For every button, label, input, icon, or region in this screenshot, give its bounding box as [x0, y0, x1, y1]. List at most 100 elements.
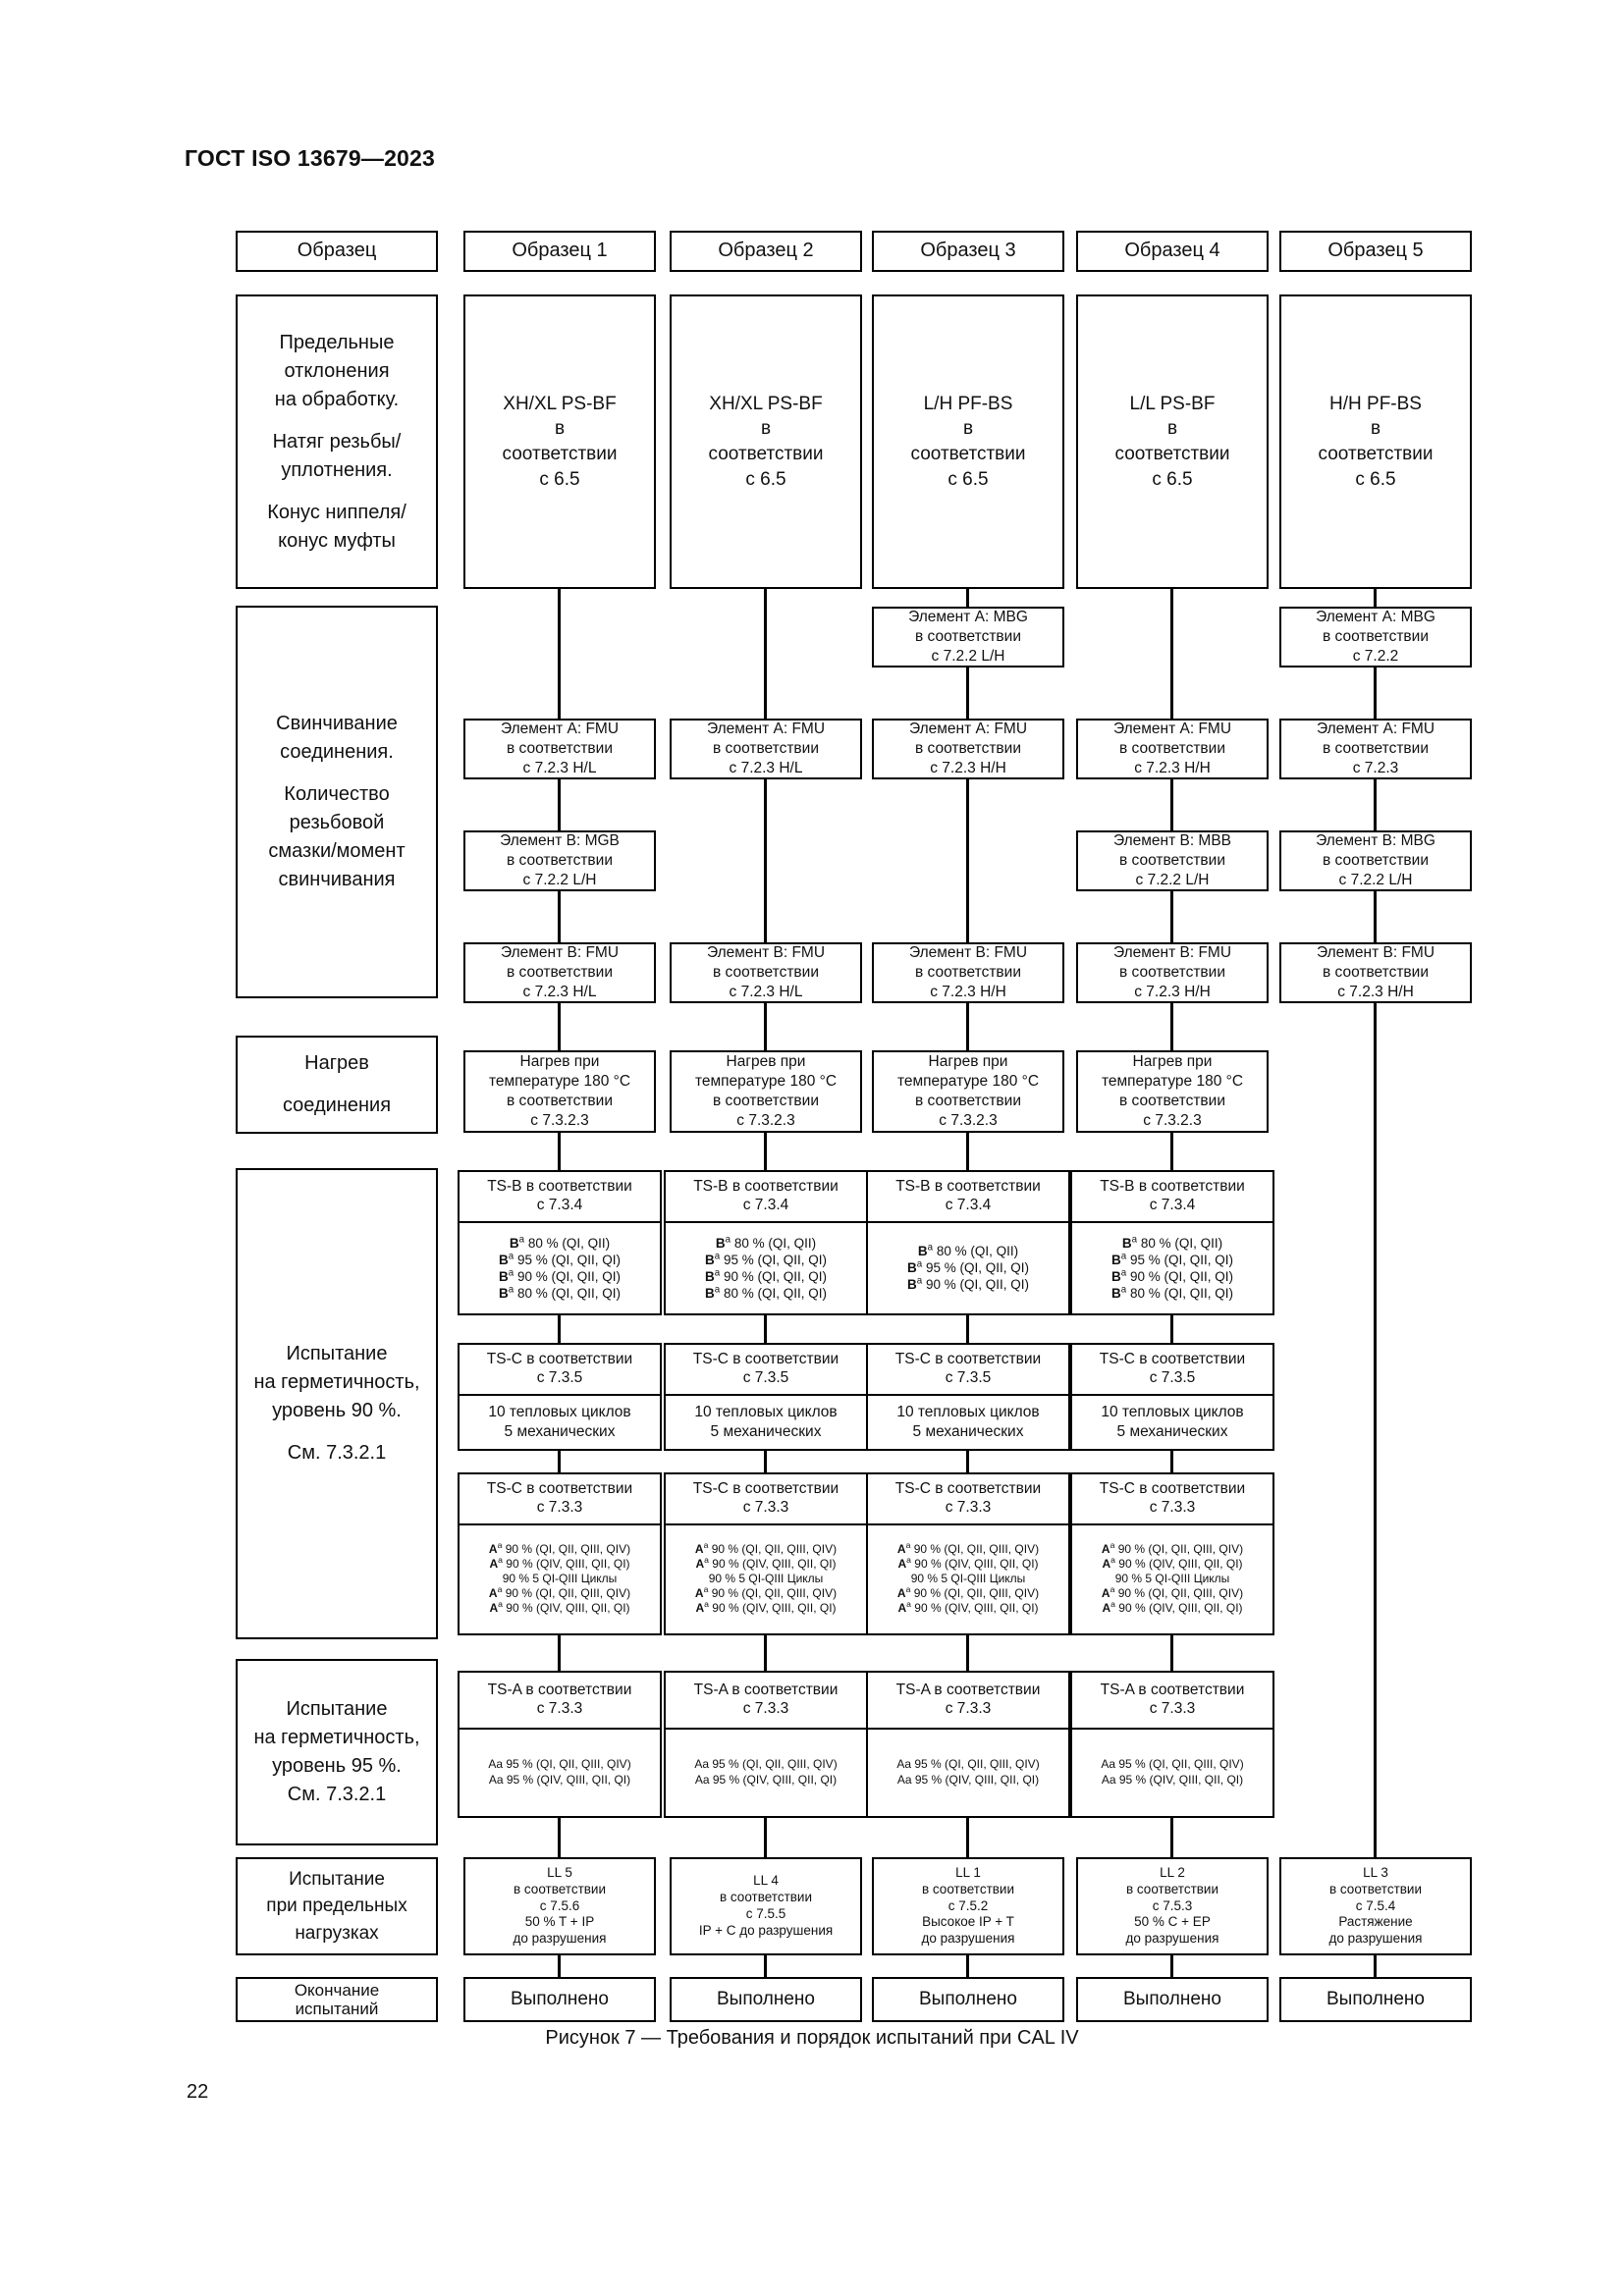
- cell-line: 5 механических: [504, 1422, 616, 1440]
- cell-line: Элемент B: FMU: [908, 944, 1028, 962]
- cell-line: Элемент B: MGB: [500, 832, 620, 850]
- cell-line: в: [962, 418, 974, 440]
- makeup-elementB-mgb-sample-1: Элемент B: MGB в соответствии с 7.2.2 L/…: [463, 830, 656, 891]
- cell-line: температуре 180 °C: [488, 1073, 631, 1091]
- cell-line: с 7.5.3: [1152, 1897, 1193, 1913]
- cell-line: XH/XL PS-BF: [503, 393, 617, 414]
- row-label-line: Испытание: [289, 1868, 385, 1890]
- cell-line: с 7.3.2.3: [939, 1111, 998, 1129]
- cell-line: в соответствии: [713, 740, 819, 758]
- tsb-cell-sample-4: TS-B в соответствии с 7.3.4 Ba 80 % (QI,…: [1070, 1170, 1274, 1315]
- cell-line: с 7.3.5: [742, 1369, 789, 1386]
- cell-line: Ba 80 % (QI, QII, QI): [1111, 1284, 1233, 1301]
- column-header-5: Образец 5: [1279, 231, 1472, 272]
- limit-load-cell-sample-3: LL 1 в соответствии с 7.5.2 Высокое IP +…: [872, 1857, 1064, 1955]
- cell-line: в соответствии: [507, 964, 613, 982]
- cell-line: Aa 95 % (QIV, QIII, QII, QI): [694, 1772, 838, 1787]
- cell-line: Aa 90 % (QI, QII, QIII, QIV): [896, 1539, 1040, 1556]
- tolerance-cell-sample-4: L/L PS-BF в соответствии с 6.5: [1076, 294, 1269, 589]
- cell-line: Элемент A: MBG: [908, 609, 1028, 626]
- makeup-elementA-fmu-sample-1: Элемент A: FMU в соответствии с 7.2.3 H/…: [463, 719, 656, 779]
- tsc-cycles-cell-sample-2: TS-C в соответствии с 7.3.5 10 тепловых …: [664, 1343, 868, 1451]
- cell-line: Нагрев при: [928, 1053, 1008, 1071]
- cell-line: Ba 95 % (QI, QII, QI): [907, 1258, 1029, 1275]
- column-header-label: Образец: [297, 240, 377, 262]
- cell-line: до разрушения: [513, 1931, 607, 1947]
- row-label-leaktest-90: Испытание на герметичность, уровень 90 %…: [236, 1168, 438, 1639]
- cell-line: Ba 80 % (QI, QII): [715, 1234, 817, 1251]
- cell-line: TS-A в соответствии: [1100, 1682, 1245, 1699]
- cell-line: с 7.3.5: [536, 1369, 583, 1386]
- connector-vertical: [764, 1451, 767, 1472]
- cell-line: в соответствии: [921, 1881, 1015, 1896]
- connector-vertical: [966, 1635, 969, 1671]
- cell-line: Элемент B: MBG: [1316, 832, 1435, 850]
- cell-line: 50 % T + IP: [524, 1914, 595, 1930]
- column-header-2: Образец 2: [670, 231, 862, 272]
- tolerance-cell-sample-5: H/H PF-BS в соответствии с 6.5: [1279, 294, 1472, 589]
- cell-line: с 7.5.4: [1355, 1897, 1396, 1913]
- cell-line: с 7.3.2.3: [736, 1111, 795, 1129]
- cell-line: Растяжение: [1338, 1914, 1413, 1930]
- cell-line: в соответствии: [1323, 852, 1429, 870]
- row-label-line: Испытание: [286, 1698, 388, 1720]
- cell-line: Ba 95 % (QI, QII, QI): [705, 1251, 827, 1267]
- connector-vertical: [558, 1955, 561, 1977]
- row-label-line: на обработку.: [274, 388, 400, 410]
- cell-line: 10 тепловых циклов: [694, 1403, 838, 1420]
- cell-line: до разрушения: [1328, 1931, 1423, 1947]
- cell-line: с 7.3.3: [536, 1700, 583, 1717]
- row-label-line: соединения: [282, 1095, 392, 1116]
- cell-line: Aa 90 % (QIV, QIII, QII, QI): [1102, 1554, 1243, 1571]
- cell-line: с 7.3.3: [945, 1700, 992, 1717]
- cell-line: IP + C до разрушения: [698, 1922, 834, 1938]
- cell-line: TS-C в соответствии: [486, 1480, 633, 1498]
- cell-line: соответствии: [1318, 444, 1434, 464]
- cell-line: Aa 95 % (QI, QII, QIII, QIV): [694, 1757, 838, 1772]
- connector-vertical: [1170, 1451, 1173, 1472]
- cell-line: в соответствии: [1328, 1881, 1423, 1896]
- cell-line: соответствии: [1114, 444, 1230, 464]
- cell-line: TS-B в соответствии: [487, 1178, 632, 1196]
- makeup-elementA-fmu-sample-2: Элемент A: FMU в соответствии с 7.2.3 H/…: [670, 719, 862, 779]
- cell-line: Ba 90 % (QI, QII, QI): [705, 1267, 827, 1284]
- cell-line: Элемент A: FMU: [706, 721, 826, 738]
- cell-line: в соответствии: [713, 1093, 819, 1109]
- tsa-cell-sample-3: TS-A в соответствии с 7.3.3 Aa 95 % (QI,…: [866, 1671, 1070, 1818]
- cell-line: Ba 90 % (QI, QII, QI): [1111, 1267, 1233, 1284]
- cell-line: 50 % C + EP: [1134, 1914, 1211, 1930]
- tsc-733-cell-sample-4: TS-C в соответствии с 7.3.3 Aa 90 % (QI,…: [1070, 1472, 1274, 1635]
- makeup-elementB-fmu-sample-3: Элемент B: FMU в соответствии с 7.2.3 H/…: [872, 942, 1064, 1003]
- row-label-line: Испытание: [286, 1343, 388, 1364]
- cell-line: Элемент A: FMU: [1316, 721, 1435, 738]
- cell-line: в соответствии: [1119, 1093, 1225, 1109]
- connector-vertical: [764, 1315, 767, 1343]
- cell-line: Элемент A: MBG: [1316, 609, 1435, 626]
- cell-line: соответствии: [502, 444, 618, 464]
- row-label-line: Количество: [284, 783, 390, 805]
- cell-line: Aa 90 % (QIV, QIII, QII, QI): [897, 1599, 1039, 1616]
- tsc-cycles-cell-sample-1: TS-C в соответствии с 7.3.5 10 тепловых …: [458, 1343, 662, 1451]
- tsc-cycles-cell-sample-4: TS-C в соответствии с 7.3.5 10 тепловых …: [1070, 1343, 1274, 1451]
- makeup-elementA-fmu-sample-5: Элемент A: FMU в соответствии с 7.2.3: [1279, 719, 1472, 779]
- cell-line: TS-A в соответствии: [693, 1682, 839, 1699]
- row-label-line: Нагрев: [304, 1052, 369, 1074]
- cell-line: Высокое IP + T: [922, 1914, 1014, 1930]
- cell-line: Aa 95 % (QI, QII, QIII, QIV): [1101, 1757, 1244, 1772]
- limit-load-cell-sample-2: LL 4 в соответствии с 7.5.5 IP + C до ра…: [670, 1857, 862, 1955]
- tsb-cell-sample-1: TS-B в соответствии с 7.3.4 Ba 80 % (QI,…: [458, 1170, 662, 1315]
- cell-line: Элемент B: MBB: [1112, 832, 1232, 850]
- cell-line: 5 механических: [1116, 1422, 1228, 1440]
- cell-line: TS-A в соответствии: [487, 1682, 632, 1699]
- connector-vertical: [1374, 589, 1377, 607]
- row-label-limit-loads: Испытание при предельных нагрузках: [236, 1857, 438, 1955]
- cell-line: Aa 95 % (QI, QII, QIII, QIV): [896, 1757, 1040, 1772]
- cell-line: Aa 90 % (QI, QII, QIII, QIV): [488, 1539, 631, 1556]
- row-label-end-of-tests: Окончание испытаний: [236, 1977, 438, 2022]
- cell-line: с 7.3.3: [1149, 1499, 1196, 1516]
- row-label-makeup: Свинчивание соединения. Количество резьб…: [236, 606, 438, 998]
- cell-line: Элемент B: FMU: [500, 944, 620, 962]
- cell-line: L/L PS-BF: [1129, 393, 1216, 414]
- row-label-line: Окончание: [294, 1980, 380, 2000]
- column-header-label: Образец 2: [718, 240, 814, 262]
